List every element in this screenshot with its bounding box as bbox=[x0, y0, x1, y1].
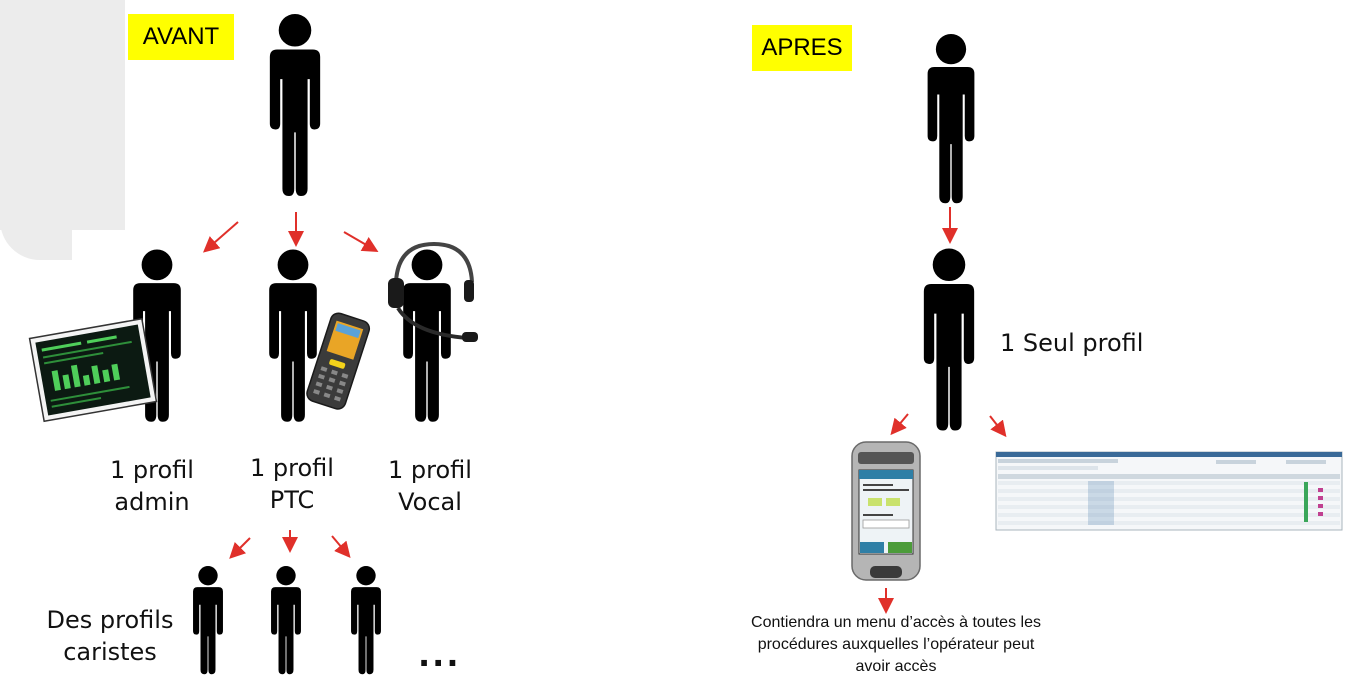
avant-tag: AVANT bbox=[128, 14, 234, 60]
handheld-terminal-icon bbox=[306, 312, 371, 410]
terminal-screen-icon bbox=[28, 317, 158, 423]
headset-icon bbox=[388, 241, 478, 342]
apres-tag: APRES bbox=[752, 25, 852, 71]
label-ptc-profile: 1 profil PTC bbox=[250, 454, 334, 514]
label-admin-profile: 1 profil admin bbox=[110, 456, 194, 516]
background-panel bbox=[0, 0, 125, 230]
caption-single-menu: Contiendra un menu d’accès à toutes les … bbox=[751, 614, 1041, 675]
mobile-terminal-icon bbox=[851, 441, 921, 581]
label-vocal-profile: 1 profil Vocal bbox=[388, 456, 472, 516]
label-single-profile: 1 Seul profil bbox=[1000, 329, 1144, 357]
desktop-app-screenshot bbox=[995, 451, 1343, 531]
label-caristes: Des profils caristes bbox=[46, 606, 174, 666]
ellipsis: ... bbox=[418, 636, 461, 674]
